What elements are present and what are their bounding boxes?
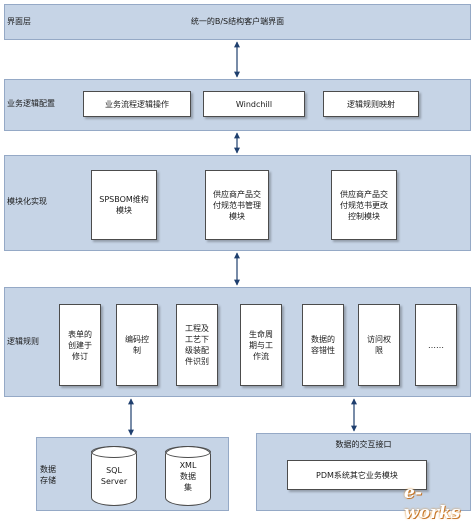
spsbom-module-box: SPSBOM维构 模块	[91, 170, 157, 240]
logic-rule-mapping-box: 逻辑规则映射	[323, 91, 419, 117]
data-interface-layer: 数据的交互接口 PDM系统其它业务模块	[256, 433, 471, 511]
interface-layer: 界面层 统一的B/S结构客户端界面	[4, 4, 471, 40]
form-create-revise-box: 表单的 创建于 修订	[59, 304, 101, 386]
sql-server-db: SQL Server	[91, 446, 137, 506]
logic-rules-layer: 逻辑规则 表单的 创建于 修订 编码控 制 工程及 工艺下 级装配 件识别 生命…	[4, 287, 471, 397]
pdm-other-modules-box: PDM系统其它业务模块	[287, 460, 427, 490]
windchill-box: Windchill	[203, 91, 305, 117]
interface-layer-label: 界面层	[7, 17, 31, 26]
business-logic-layer: 业务逻辑配置 业务流程逻辑操作 Windchill 逻辑规则映射	[4, 79, 471, 131]
spec-management-module-box: 供应商产品交 付规范书管理 模块	[205, 170, 269, 240]
business-logic-layer-label: 业务逻辑配置	[7, 99, 55, 108]
access-control-box: 访问权 限	[358, 304, 400, 386]
assembly-recognition-box: 工程及 工艺下 级装配 件识别	[176, 304, 218, 386]
lifecycle-workflow-box: 生命周 期与工 作流	[240, 304, 282, 386]
spec-change-control-module-box: 供应商产品交 付规范书更改 控制模块	[331, 170, 397, 240]
logic-rules-layer-label: 逻辑规则	[7, 337, 39, 346]
eworks-watermark-logo: e-works	[404, 483, 461, 523]
data-interface-label: 数据的交互接口	[335, 440, 392, 449]
xml-dataset-db: XML 数据 集	[165, 446, 211, 506]
interface-layer-content: 统一的B/S结构客户端界面	[190, 17, 285, 26]
module-layer: 模块化实现 SPSBOM维构 模块 供应商产品交 付规范书管理 模块 供应商产品…	[4, 155, 471, 251]
data-storage-label: 数据 存储	[40, 465, 56, 485]
fault-tolerance-box: 数据的 容错性	[302, 304, 344, 386]
business-process-box: 业务流程逻辑操作	[83, 91, 191, 117]
code-control-box: 编码控 制	[116, 304, 158, 386]
more-box: ……	[415, 304, 457, 386]
module-layer-label: 模块化实现	[7, 197, 47, 206]
data-storage-layer: 数据 存储 SQL Server XML 数据 集	[36, 437, 229, 511]
